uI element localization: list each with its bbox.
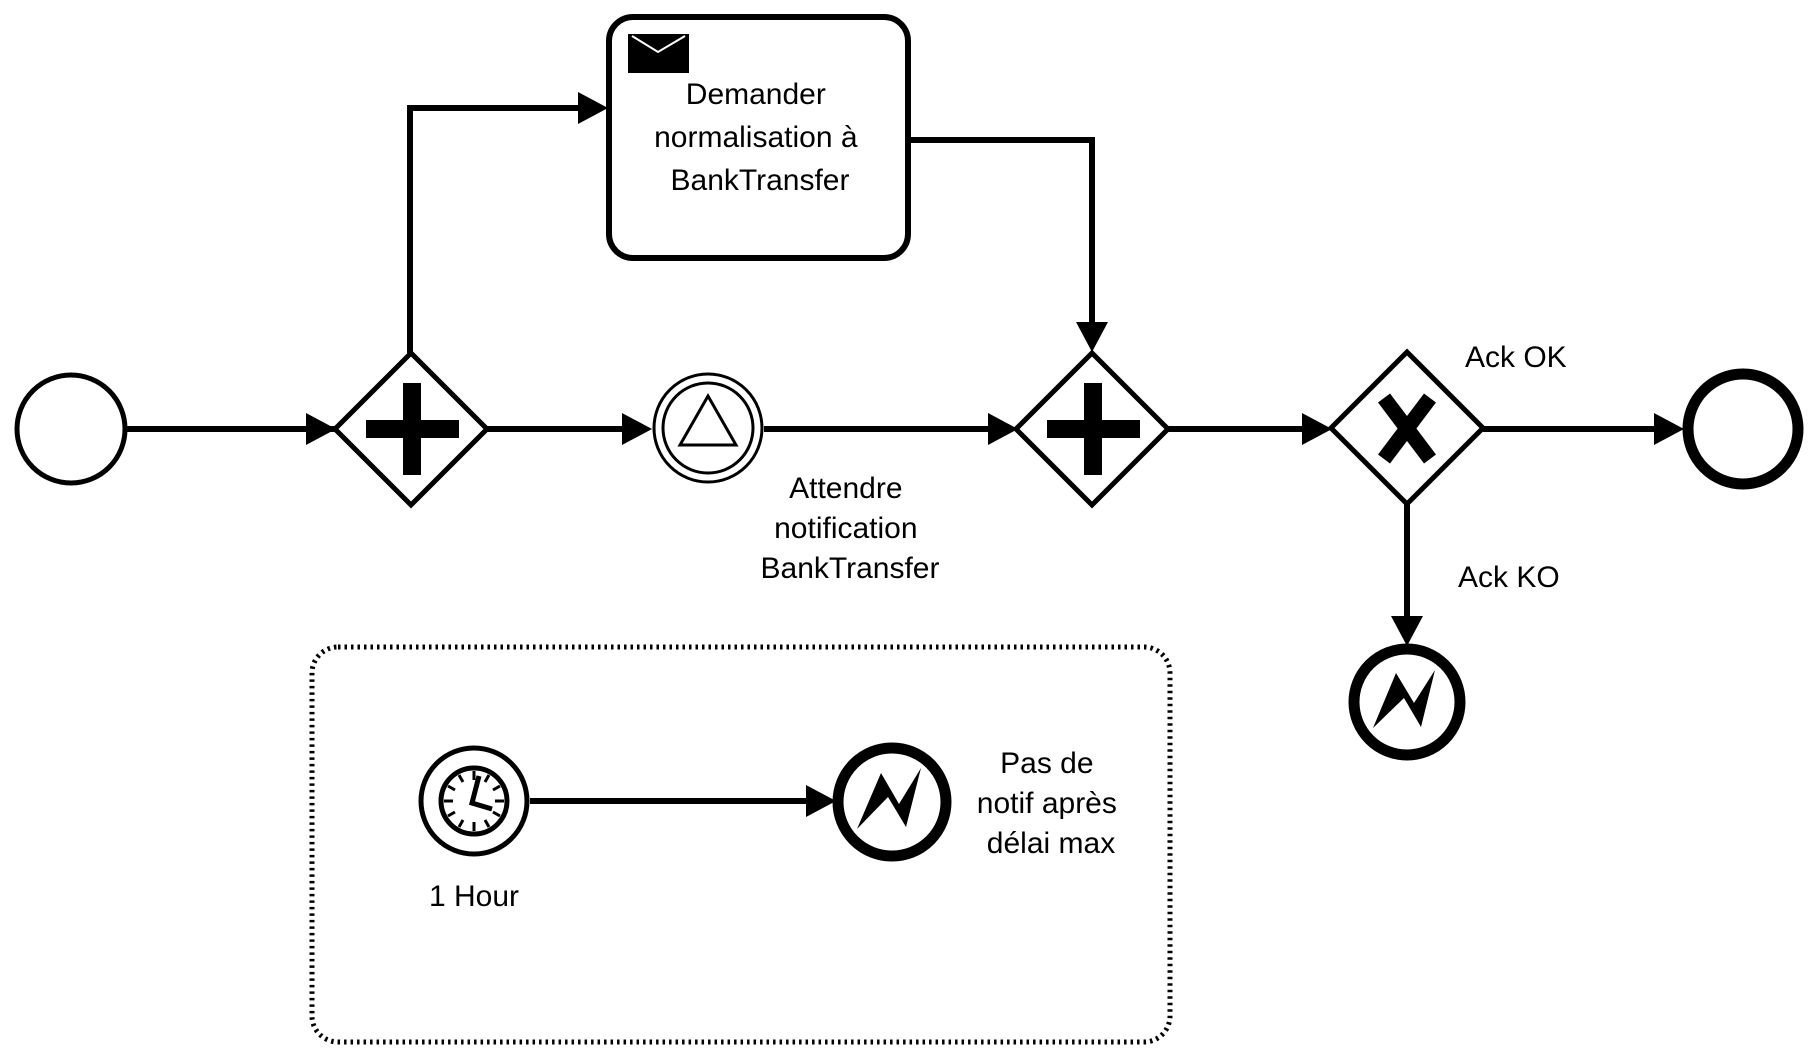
join-parallel-gateway[interactable]	[1012, 349, 1172, 509]
error-end-event-timeout[interactable]	[832, 742, 952, 862]
timeout-error-label: Pas de notif après délai max	[977, 747, 1125, 860]
arrowhead	[1654, 413, 1684, 445]
timer-start-event[interactable]	[418, 745, 530, 857]
task-label-line: Demander	[686, 78, 826, 111]
end-event[interactable]	[1682, 368, 1804, 490]
lightning-icon	[857, 768, 921, 829]
plus-icon	[1047, 383, 1140, 475]
arrowhead	[1076, 322, 1108, 352]
x-icon	[1378, 393, 1436, 464]
ack-ko-label: Ack KO	[1458, 561, 1560, 594]
arrowhead	[1302, 413, 1332, 445]
wait-event-label-line: BankTransfer	[761, 552, 940, 585]
arrowhead	[622, 413, 652, 445]
arrowhead	[806, 785, 836, 817]
task-label-line: normalisation à	[654, 121, 858, 154]
envelope-icon	[628, 34, 689, 73]
arrowhead	[578, 92, 608, 124]
arrowhead	[1391, 616, 1423, 646]
start-event[interactable]	[14, 372, 128, 486]
flow-task-to-join[interactable]	[908, 137, 1095, 324]
timer-label: 1 Hour	[429, 880, 519, 913]
send-task[interactable]: Demander normalisation à BankTransfer	[606, 14, 911, 261]
exclusive-gateway[interactable]	[1327, 348, 1487, 508]
split-parallel-gateway[interactable]	[331, 349, 491, 509]
timeout-error-label-line: Pas de	[1000, 747, 1093, 780]
flow-split-to-task[interactable]	[407, 105, 578, 353]
task-label: Demander normalisation à BankTransfer	[654, 78, 866, 197]
timeout-error-label-line: notif après	[977, 787, 1117, 820]
plus-icon	[366, 383, 459, 475]
signal-triangle-icon	[677, 392, 739, 447]
arrowhead	[988, 413, 1018, 445]
ack-ok-label: Ack OK	[1465, 341, 1567, 374]
wait-event-label-line: Attendre	[789, 472, 902, 505]
wait-notification-event[interactable]	[652, 372, 764, 484]
clock-icon	[438, 765, 510, 837]
wait-event-label: Attendre notification BankTransfer	[761, 472, 940, 585]
event-subprocess[interactable]: 1 Hour Pas de notif après délai max	[309, 644, 1173, 1045]
task-label-line: BankTransfer	[671, 164, 850, 197]
lightning-icon	[1373, 670, 1435, 728]
error-end-event-ack-ko[interactable]	[1348, 643, 1466, 761]
wait-event-label-line: notification	[774, 512, 917, 545]
timeout-error-label-line: délai max	[987, 827, 1115, 860]
arrowheads	[306, 92, 1684, 817]
sequence-flows	[126, 105, 1656, 804]
arrowhead	[306, 413, 336, 445]
